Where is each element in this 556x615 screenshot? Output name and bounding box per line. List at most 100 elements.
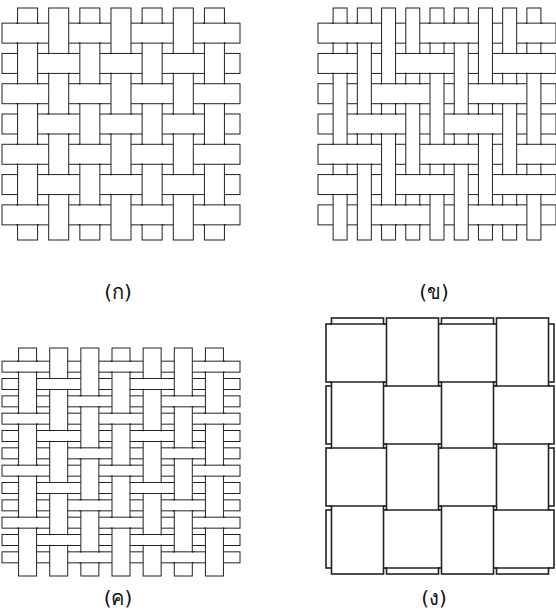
weft-edge — [111, 476, 132, 477]
weft-edge — [203, 164, 226, 165]
weft-over — [356, 24, 373, 42]
weft-over — [477, 85, 494, 103]
weft-edge — [173, 562, 194, 563]
weft-over — [16, 85, 39, 103]
weft-edge — [16, 144, 39, 145]
weft-edge — [501, 103, 518, 104]
weft-edge — [477, 114, 494, 115]
weft-edge — [79, 499, 100, 500]
weft-edge — [404, 103, 421, 104]
weft-over — [48, 483, 69, 492]
weft-over — [173, 553, 194, 562]
weft-over — [429, 54, 446, 72]
weft-edge — [141, 103, 164, 104]
weft-edge — [380, 134, 397, 135]
weft-edge — [404, 83, 421, 84]
weft-edge — [332, 23, 349, 24]
weft-edge — [17, 528, 38, 529]
weft-edge — [204, 528, 225, 529]
weft-edge — [332, 194, 349, 195]
weft-over — [111, 362, 132, 371]
weft-edge — [501, 73, 518, 74]
weft-edge — [17, 372, 38, 373]
weft-over — [332, 54, 349, 72]
warp-strip — [174, 348, 192, 576]
weft-edge — [172, 114, 195, 115]
weft-edge — [17, 517, 38, 518]
weft-over — [356, 115, 373, 133]
weft-edge — [525, 53, 542, 54]
weft-edge — [47, 134, 70, 135]
weft-over — [17, 362, 38, 371]
weft-edge — [330, 381, 385, 383]
weft-edge — [501, 194, 518, 195]
weft-edge — [173, 499, 194, 500]
weft-over — [380, 115, 397, 133]
weft-edge — [203, 43, 226, 44]
weft-strip — [318, 53, 556, 73]
weft-edge — [204, 465, 225, 466]
weft-over — [16, 24, 39, 42]
weft-over — [110, 175, 133, 193]
weft-edge — [332, 43, 349, 44]
weft-over — [203, 24, 226, 42]
weft-edge — [453, 114, 470, 115]
weft-edge — [495, 385, 550, 387]
weft-over — [204, 362, 225, 371]
weft-over — [17, 466, 38, 475]
weft-edge — [453, 134, 470, 135]
weft-edge — [356, 114, 373, 115]
weft-edge — [332, 53, 349, 54]
weft-edge — [501, 83, 518, 84]
weft-over — [79, 397, 100, 406]
weft-edge — [173, 510, 194, 511]
weft-over — [111, 518, 132, 527]
weft-over — [404, 175, 421, 193]
weft-over — [17, 414, 38, 423]
weft-edge — [17, 465, 38, 466]
weft-edge — [79, 458, 100, 459]
weft-over — [47, 115, 70, 133]
weft-edge — [440, 323, 495, 325]
weft-over — [525, 145, 542, 163]
weft-edge — [380, 204, 397, 205]
weft-edge — [501, 53, 518, 54]
weft-over — [79, 553, 100, 562]
weft-edge — [47, 174, 70, 175]
weft-edge — [142, 482, 163, 483]
weft-over — [203, 206, 226, 224]
weft-over — [525, 54, 542, 72]
plain-weave — [2, 8, 240, 240]
weft-edge — [173, 551, 194, 552]
weft-edge — [111, 413, 132, 414]
weft-edge — [48, 482, 69, 483]
weft-edge — [173, 458, 194, 459]
weft-edge — [385, 443, 440, 445]
weft-edge — [172, 53, 195, 54]
weft-edge — [141, 144, 164, 145]
weft-edge — [142, 545, 163, 546]
weft-over — [453, 115, 470, 133]
weft-edge — [142, 441, 163, 442]
weft-edge — [16, 224, 39, 225]
weft-over — [142, 379, 163, 388]
weft-over — [111, 414, 132, 423]
weft-edge — [142, 534, 163, 535]
weft-over — [429, 24, 446, 42]
twill-weave — [318, 8, 556, 240]
weft-over — [79, 449, 100, 458]
weft-edge — [48, 545, 69, 546]
weft-edge — [330, 505, 385, 507]
weft-strip — [2, 465, 240, 476]
weft-edge — [525, 43, 542, 44]
weft-edge — [203, 204, 226, 205]
rib-weave — [2, 348, 240, 576]
weft-edge — [17, 413, 38, 414]
weft-edge — [16, 23, 39, 24]
weft-over — [330, 449, 385, 505]
weft-over — [501, 85, 518, 103]
weft-edge — [203, 23, 226, 24]
weft-edge — [332, 73, 349, 74]
weft-over — [47, 175, 70, 193]
weft-edge — [525, 73, 542, 74]
